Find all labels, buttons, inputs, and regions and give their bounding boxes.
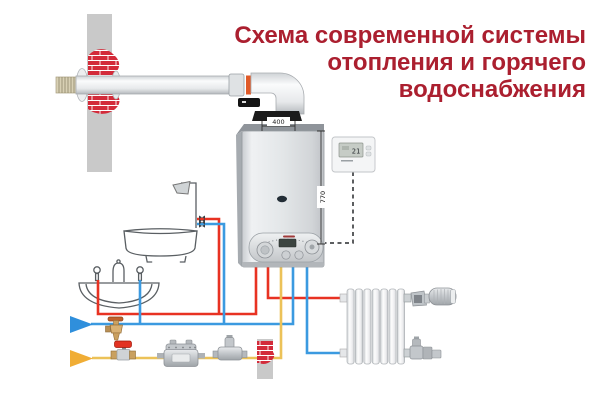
trv-head-cap <box>450 289 456 304</box>
dimension-770: 770 <box>317 130 328 245</box>
boiler-top-face <box>236 124 324 135</box>
hot-valve-icon <box>199 215 205 223</box>
sink <box>78 259 160 309</box>
radiator-return-stub <box>339 348 348 358</box>
gas-inlet-arrow-icon <box>70 350 93 367</box>
flue-elbow <box>250 72 305 115</box>
trv-head-ribs <box>433 289 449 304</box>
panel-main-knob-inner <box>260 245 270 255</box>
lockshield-valve <box>403 336 442 360</box>
cold-valve-icon <box>199 220 205 228</box>
thermostat-brand-mark <box>341 160 353 162</box>
radiator <box>339 287 457 365</box>
boiler-bottom-band <box>242 262 324 267</box>
brick-reveal-lower <box>257 341 275 364</box>
thermostat-button-up <box>365 145 372 151</box>
tap-body <box>109 324 123 334</box>
valve-stem <box>122 346 126 352</box>
dim-400-bg <box>267 117 290 126</box>
radiator-inlet-stub <box>339 293 348 303</box>
tap-stem <box>113 320 119 326</box>
boiler <box>236 124 325 268</box>
boiler-side-face <box>236 131 242 267</box>
sink-bowl <box>78 282 160 309</box>
cold-pipe-to-bath <box>197 222 226 324</box>
dhw-pipe-to-sink <box>96 265 258 316</box>
tap-spout <box>112 332 120 341</box>
wall-lower <box>257 339 275 379</box>
title-line-3: водоснабжения <box>398 76 586 103</box>
dim-770-label: 770 <box>319 191 327 203</box>
cold-water-tap <box>105 316 124 341</box>
valve-red-lever <box>114 340 132 348</box>
gas-meter <box>157 339 205 367</box>
dim-770-bg <box>317 186 328 208</box>
heating-return-pipe <box>305 265 343 355</box>
thermostat-screen-segment <box>342 146 349 150</box>
filter-body <box>217 346 243 361</box>
shower-head-icon <box>172 180 191 195</box>
valve-body <box>116 349 131 361</box>
lockshield-body <box>409 345 424 360</box>
heating-supply-pipe <box>266 265 343 300</box>
trv-head <box>428 287 457 306</box>
sink-cold-stem <box>137 272 143 282</box>
trv-insert <box>414 295 422 303</box>
panel-knob-left <box>281 250 291 260</box>
room-thermostat: 21 <box>331 136 376 173</box>
flue-assembly <box>55 68 305 121</box>
panel-brand-mark <box>283 235 295 238</box>
bathtub-body <box>123 230 198 257</box>
flue-terminal-ribs <box>58 77 75 93</box>
flue-clamp <box>238 98 260 107</box>
sink-hot-knob <box>93 266 101 274</box>
meter-inlet <box>157 353 166 359</box>
dim-400-label: 400 <box>272 118 284 126</box>
sink-hot-stem <box>94 272 100 282</box>
radiator-sections <box>346 288 405 365</box>
lockshield-outlet <box>431 349 442 359</box>
bath-mixer-valves <box>199 215 205 228</box>
thermostat-button-down <box>365 151 372 157</box>
sink-inner-rim <box>85 283 153 304</box>
bathtub-feet <box>145 255 187 263</box>
cold-main-pipe <box>91 265 295 326</box>
panel-knob-right <box>294 250 304 260</box>
title-line-2: отопления и горячего <box>327 49 586 76</box>
meter-bolts <box>168 346 196 349</box>
gas-pipe <box>92 265 283 360</box>
title-line-1: Схема современной системы <box>234 22 586 49</box>
meter-outlet <box>196 353 205 359</box>
pipes-cold <box>91 222 343 355</box>
faucet-top <box>116 259 121 264</box>
valve-outlet-nut <box>129 350 136 360</box>
tap-nut <box>105 325 111 333</box>
thermostat-display-value: 21 <box>352 148 360 156</box>
sink-cold-knob <box>136 266 144 274</box>
trv-nut <box>403 293 412 303</box>
page-title: Схема современной системы отопления и го… <box>196 22 586 103</box>
pipes-hot <box>96 217 343 316</box>
lockshield-cap-top <box>414 336 419 340</box>
flue-clamp-mark <box>242 101 246 103</box>
gas-filter <box>212 335 248 361</box>
dhw-pipe-to-bath <box>197 217 221 314</box>
bathtub-rim <box>123 228 198 232</box>
filter-cap <box>226 335 233 339</box>
flue-gasket-ring <box>246 75 251 95</box>
bathtub <box>123 180 198 263</box>
sink-faucet <box>112 262 125 282</box>
thermostat-wire-dashed <box>325 172 354 244</box>
panel-display <box>278 238 297 248</box>
dimension-400: 400 <box>261 117 296 131</box>
gas-shutoff-valve <box>110 340 136 361</box>
boiler-logo <box>277 195 287 203</box>
cold-water-inlet-arrow-icon <box>70 316 93 333</box>
meter-dial <box>171 353 191 363</box>
thermostatic-valve <box>403 287 457 307</box>
lockshield-union <box>422 346 433 360</box>
flue-coupling <box>228 73 245 97</box>
panel-dial-inner <box>309 244 315 250</box>
